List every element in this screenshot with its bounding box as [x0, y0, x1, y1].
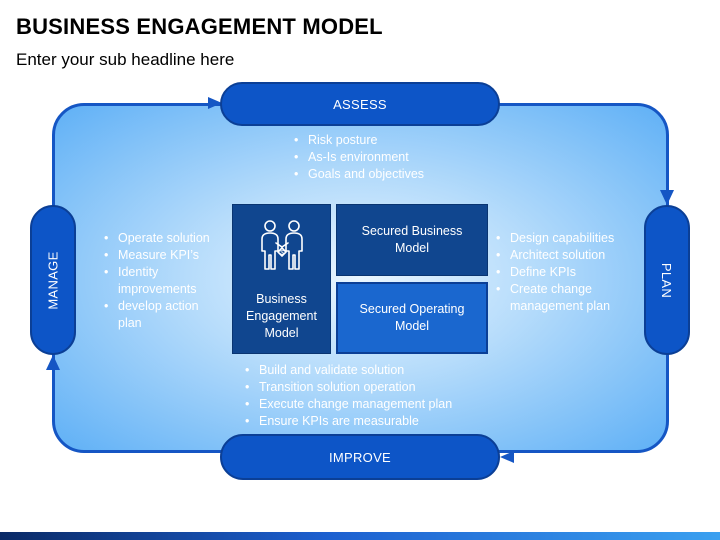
handshake-people-icon: $ — [260, 220, 303, 270]
stage-manage-label: MANAGE — [45, 250, 61, 310]
secured-operating-model-label: Secured Operating Model — [359, 302, 465, 333]
arrow-into-assess-icon — [208, 97, 222, 109]
secured-business-model-label: Secured Business Model — [361, 224, 463, 255]
list-item: Execute change management plan — [245, 396, 505, 413]
list-item: Create change management plan — [496, 281, 626, 315]
stage-assess: ASSESS — [220, 82, 500, 126]
list-item: Build and validate solution — [245, 362, 505, 379]
list-item: Design capabilities — [496, 230, 626, 247]
list-item: Operate solution — [104, 230, 224, 247]
stage-assess-label: ASSESS — [333, 96, 387, 112]
list-item: Architect solution — [496, 247, 626, 264]
arrow-into-improve-icon — [500, 451, 514, 463]
secured-operating-model-box: Secured Operating Model — [336, 282, 488, 354]
arrow-into-manage-icon — [46, 355, 60, 370]
footer-bar — [0, 532, 720, 540]
engagement-model-label: Business Engagement Model — [246, 292, 317, 340]
plan-bullets: Design capabilities Architect solution D… — [496, 230, 626, 315]
stage-improve: IMPROVE — [220, 434, 500, 480]
list-item: Ensure KPIs are measurable — [245, 413, 505, 430]
stage-plan-label: PLAN — [659, 262, 675, 298]
list-item: As-Is environment — [294, 149, 514, 166]
list-item: Define KPIs — [496, 264, 626, 281]
assess-bullets: Risk posture As-Is environment Goals and… — [294, 132, 514, 183]
stage-improve-label: IMPROVE — [328, 449, 392, 465]
secured-business-model-box: Secured Business Model — [336, 204, 488, 276]
list-item: Goals and objectives — [294, 166, 514, 183]
improve-bullets: Build and validate solution Transition s… — [245, 362, 505, 430]
arrow-into-plan-icon — [660, 190, 674, 205]
list-item: Measure KPI’s — [104, 247, 224, 264]
manage-bullets: Operate solution Measure KPI’s Identity … — [104, 230, 224, 332]
list-item: develop action plan — [104, 298, 224, 332]
page-subtitle: Enter your sub headline here — [16, 50, 235, 69]
list-item: Identity improvements — [104, 264, 224, 298]
svg-text:$: $ — [280, 251, 284, 257]
list-item: Risk posture — [294, 132, 514, 149]
list-item: Transition solution operation — [245, 379, 505, 396]
page-title: BUSINESS ENGAGEMENT MODEL — [16, 14, 383, 39]
stage-manage: MANAGE — [30, 205, 76, 355]
engagement-model-box: $ Business Engagement Model — [232, 204, 331, 354]
stage-plan: PLAN — [644, 205, 690, 355]
